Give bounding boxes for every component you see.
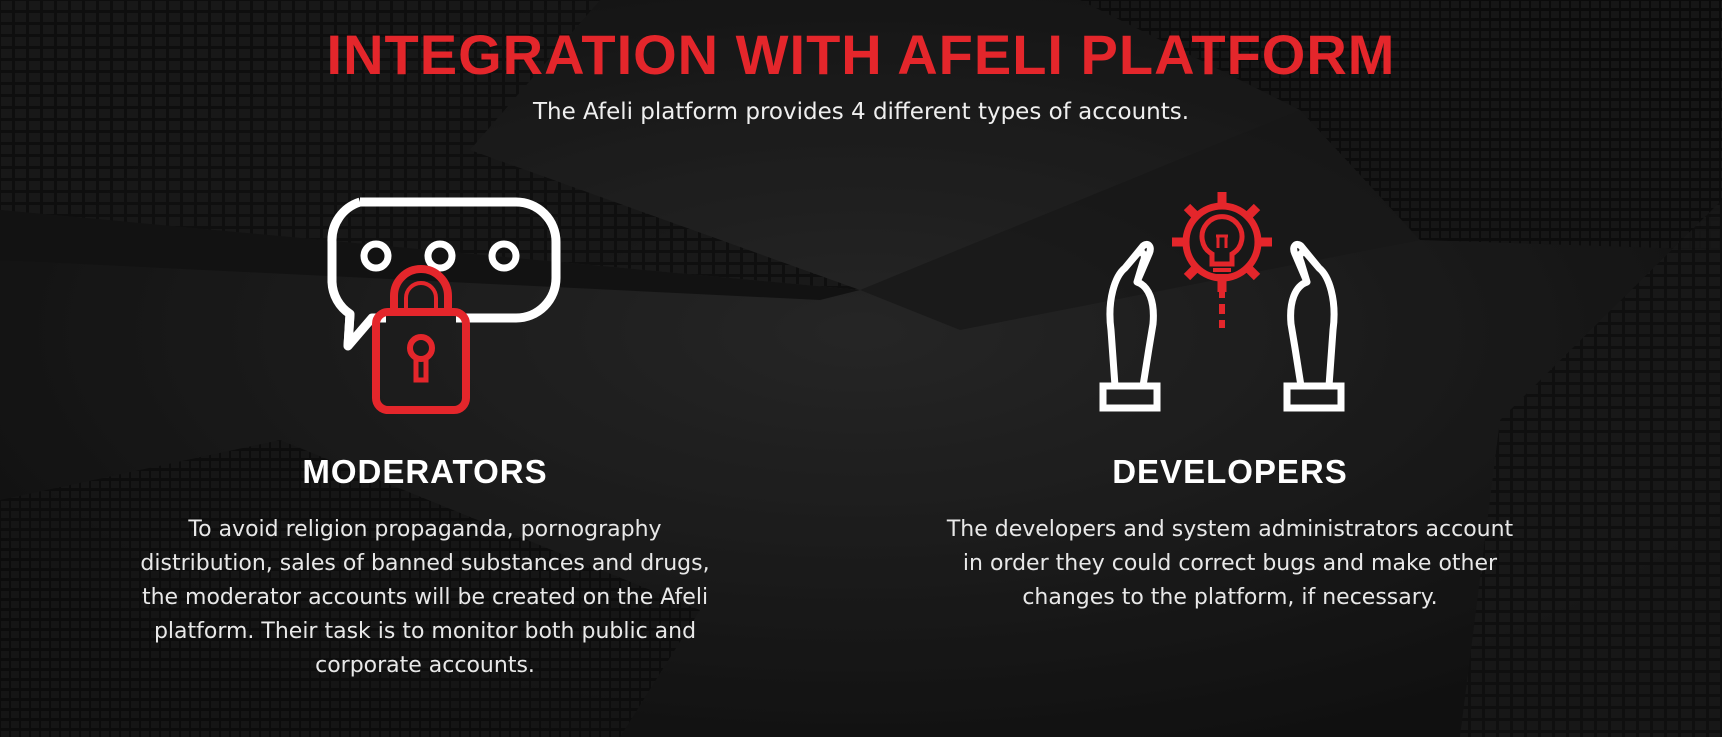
moderators-description: To avoid religion propaganda, pornograph… xyxy=(140,517,710,678)
hands-lightbulb-gear-icon xyxy=(1099,192,1345,412)
page-subtitle: The Afeli platform provides 4 different … xyxy=(532,99,1190,125)
moderators-heading: MODERATORS xyxy=(302,453,548,490)
chat-lock-icon xyxy=(327,197,561,414)
developers-description: The developers and system administrators… xyxy=(946,517,1514,610)
page-title: INTEGRATION WITH AFELI PLATFORM xyxy=(326,23,1396,86)
developers-heading: DEVELOPERS xyxy=(1112,453,1348,490)
